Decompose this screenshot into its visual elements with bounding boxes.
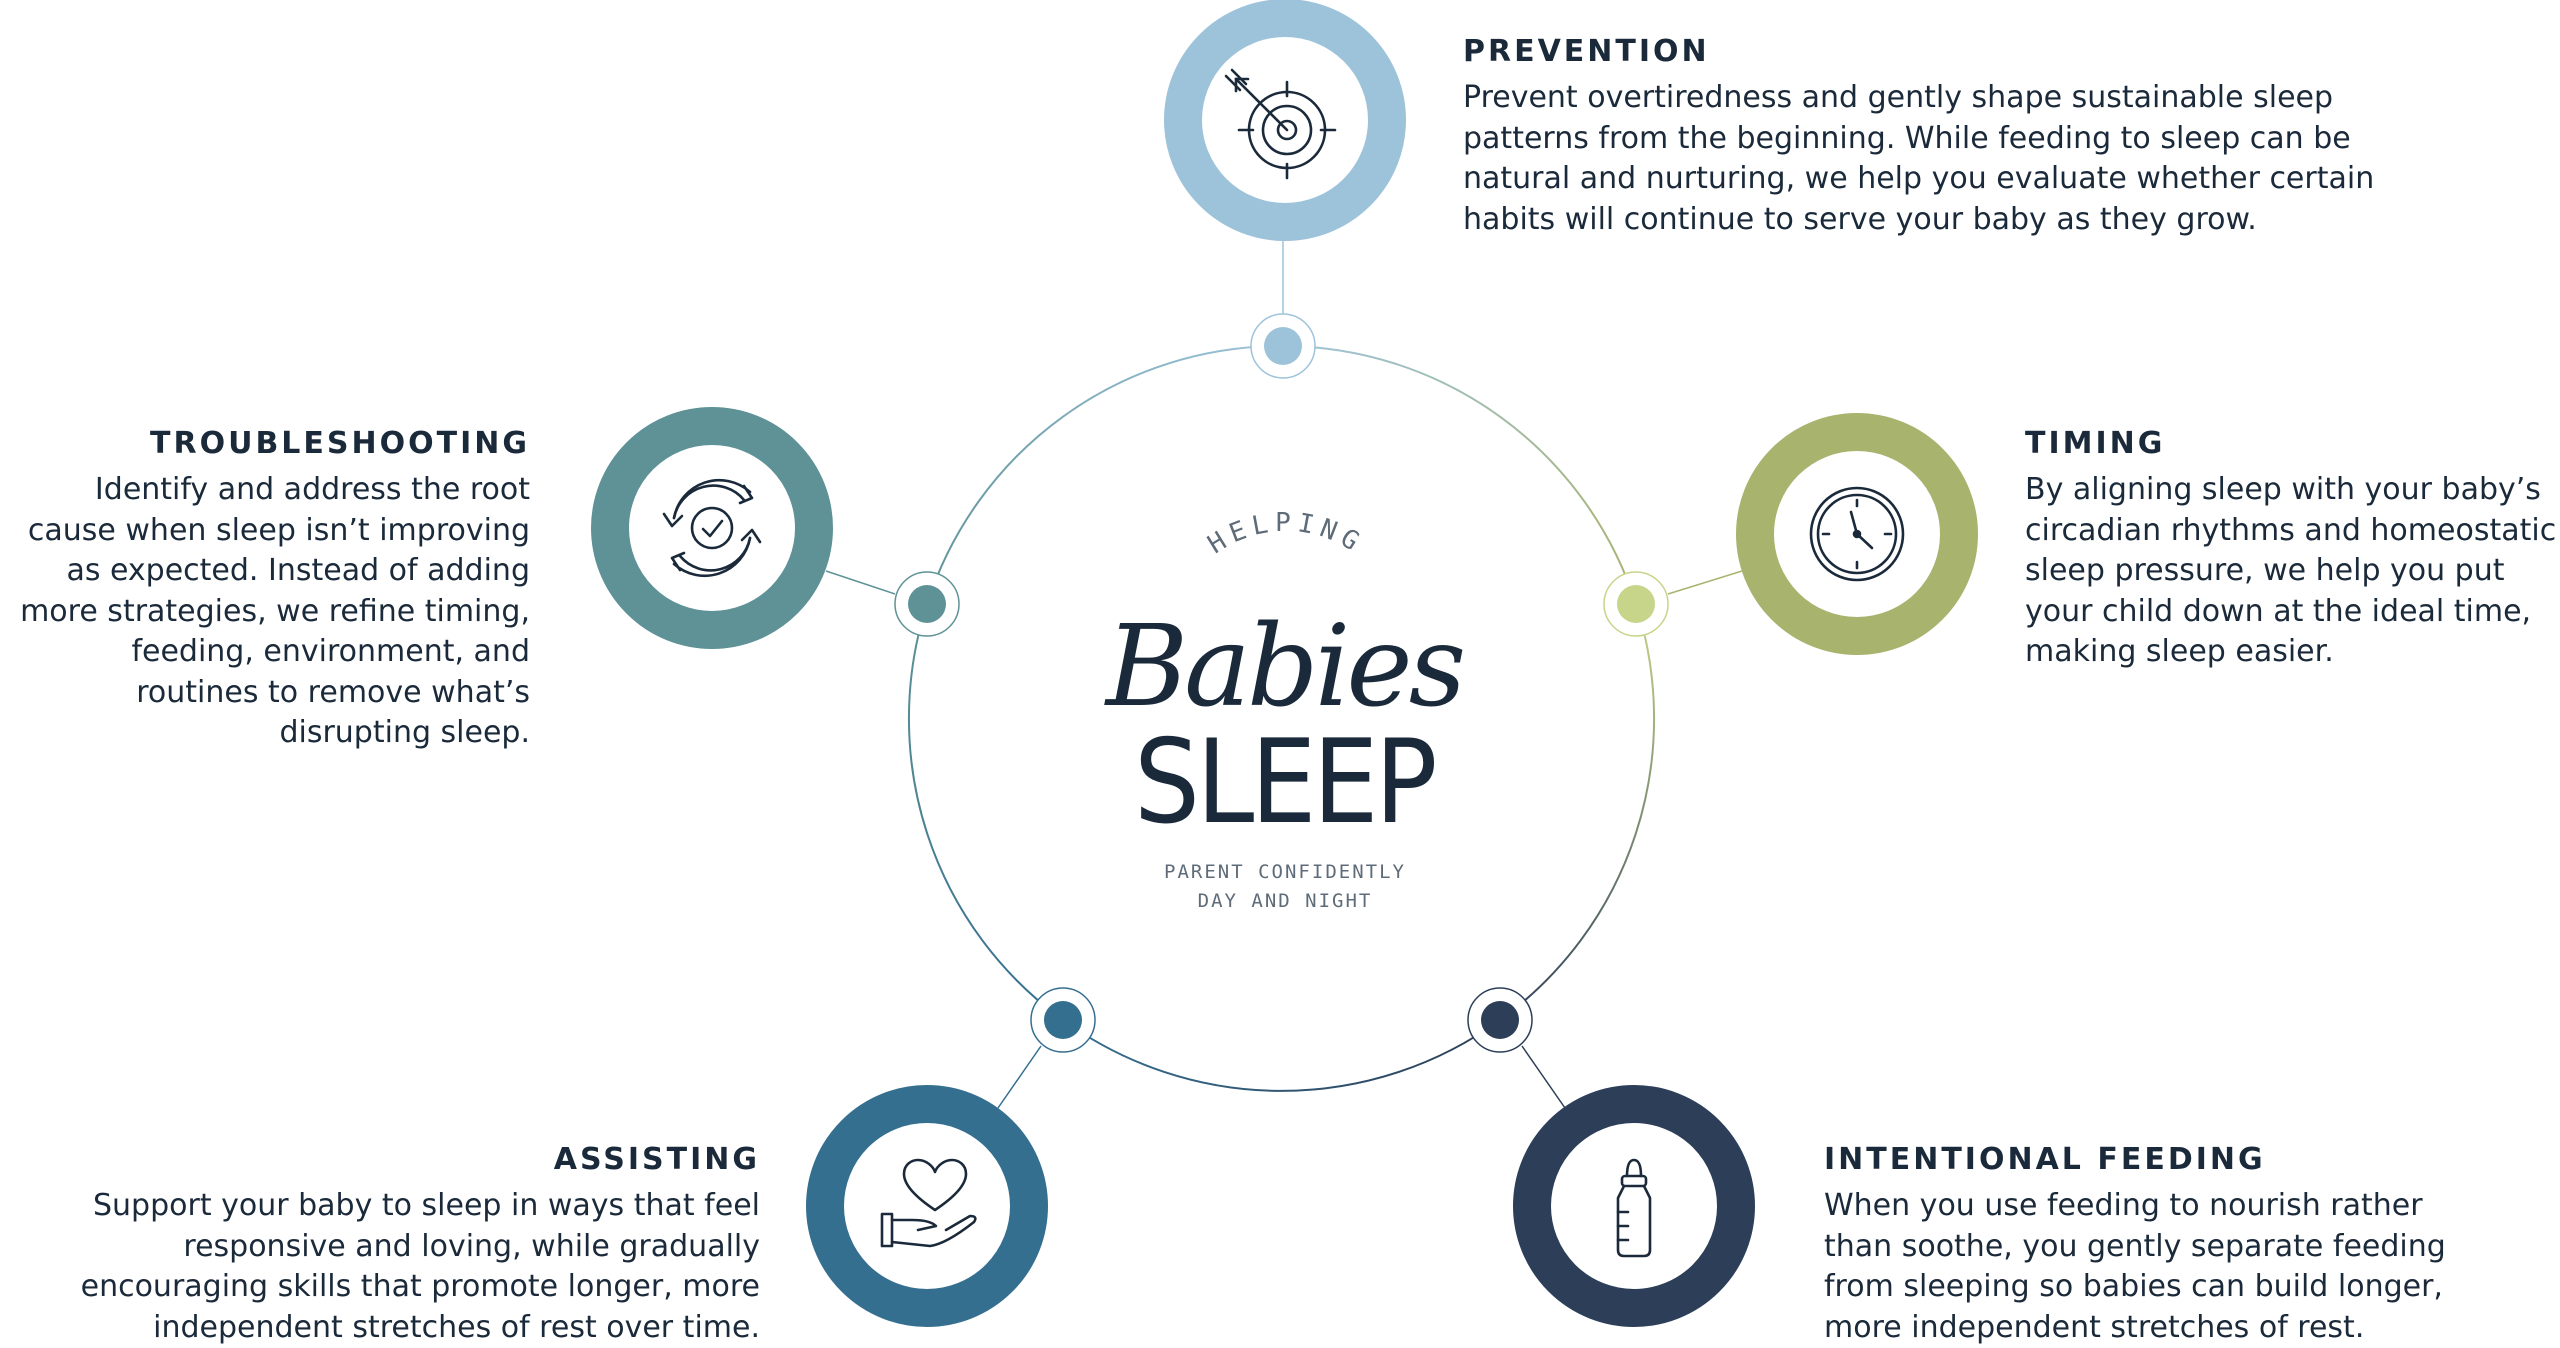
center-title-main: SLEEP — [1134, 715, 1434, 850]
icon-rings — [591, 0, 1978, 1327]
ring-intentional-feeding[interactable] — [1513, 1085, 1755, 1327]
assisting-title: ASSISTING — [553, 1142, 760, 1177]
center-logo: HELPING Babies SLEEP PARENT CONFIDENTLY … — [1104, 508, 1467, 912]
dot-assisting[interactable] — [1030, 987, 1096, 1053]
clock-icon — [1809, 486, 1905, 582]
ring-troubleshooting[interactable] — [591, 407, 833, 649]
connector-intentional-feeding — [1521, 1045, 1566, 1109]
target-arrow-icon — [1224, 68, 1337, 180]
connector-timing — [1667, 570, 1743, 595]
intentional-feeding-text: When you use feeding to nourish rather t… — [1824, 1188, 2446, 1345]
heart-in-hand-icon — [880, 1158, 977, 1248]
ring-timing[interactable] — [1736, 413, 1978, 655]
cycle-check-icon — [662, 478, 762, 578]
center-tagline-line2: DAY AND NIGHT — [1198, 890, 1373, 912]
connector-troubleshooting — [825, 570, 896, 595]
block-intentional-feeding: INTENTIONAL FEEDING When you use feeding… — [1824, 1142, 2474, 1348]
block-prevention: PREVENTION Prevent overtiredness and gen… — [1463, 34, 2423, 240]
block-troubleshooting: TROUBLESHOOTING Identify and address the… — [0, 426, 530, 754]
dot-prevention[interactable] — [1250, 313, 1316, 379]
intentional-feeding-title: INTENTIONAL FEEDING — [1824, 1142, 2266, 1177]
dot-timing[interactable] — [1603, 571, 1669, 637]
main-cycle-ring — [908, 344, 1655, 1092]
node-dots — [894, 313, 1669, 1053]
troubleshooting-text: Identify and address the root cause when… — [20, 472, 530, 750]
block-timing: TIMING By aligning sleep with your baby’… — [2025, 426, 2560, 673]
ring-assisting[interactable] — [806, 1085, 1048, 1327]
prevention-text: Prevent overtiredness and gently shape s… — [1463, 80, 2375, 237]
timing-title: TIMING — [2025, 426, 2166, 461]
connector-assisting — [997, 1045, 1042, 1109]
dot-troubleshooting[interactable] — [894, 571, 960, 637]
timing-text: By aligning sleep with your baby’s circa… — [2025, 472, 2557, 669]
center-title-script: Babies — [1104, 602, 1463, 732]
block-assisting: ASSISTING Support your baby to sleep in … — [80, 1142, 760, 1348]
dot-intentional-feeding[interactable] — [1467, 987, 1533, 1053]
center-arc-word: HELPING — [1203, 508, 1369, 560]
center-tagline-line1: PARENT CONFIDENTLY — [1164, 861, 1406, 883]
prevention-title: PREVENTION — [1463, 34, 1710, 69]
ring-prevention[interactable] — [1164, 0, 1406, 241]
baby-bottle-icon — [1616, 1158, 1652, 1258]
troubleshooting-title: TROUBLESHOOTING — [150, 426, 530, 461]
connectors — [825, 240, 1743, 1109]
assisting-text: Support your baby to sleep in ways that … — [80, 1188, 760, 1345]
